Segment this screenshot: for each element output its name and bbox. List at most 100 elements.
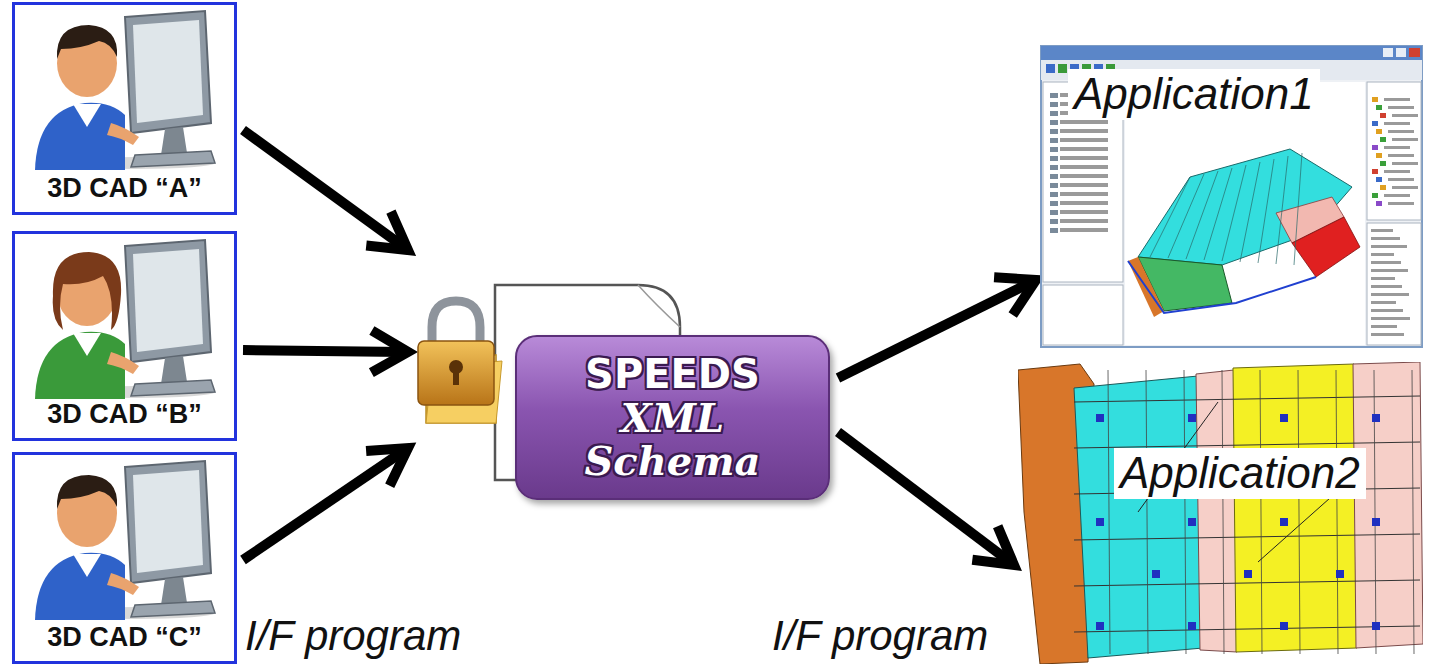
drawing-rect [1384,98,1410,101]
drawing-rect [1041,46,1422,60]
arrow-shaft [243,450,405,560]
drawing-line [1298,370,1300,654]
drawing-polygon [133,20,203,123]
drawing-path [638,285,680,327]
drawing-rect [1396,48,1406,57]
drawing-rect [1388,130,1414,133]
drawing-path [131,601,215,617]
drawing-line [1412,370,1414,654]
drawing-path [57,25,117,59]
drawing-rect [1188,518,1196,526]
arrow-head [972,526,1014,565]
application-screenshot [1018,362,1423,664]
drawing-rect [1376,177,1382,182]
drawing-rect [1125,82,1365,345]
drawing-rect [453,369,459,385]
drawing-rect [1050,201,1058,206]
drawing-rect [1371,301,1396,304]
application-window: Application1 [1040,45,1423,348]
drawing-rect [1280,414,1288,422]
schema-box: SPEEDSXML Schema [515,335,830,500]
drawing-rect [1371,309,1403,312]
drawing-rect [1050,165,1058,170]
cad-user-box: 3D CAD “C” [12,452,237,664]
drawing-rect [1060,129,1108,133]
drawing-rect [1050,147,1058,152]
drawing-path [73,104,101,127]
drawing-rect [1060,201,1108,205]
schema-subtitle: XML Schema [573,396,773,482]
user-icon [15,5,234,170]
arrow-head [366,212,408,250]
drawing-rect [1336,570,1344,578]
drawing-line [1294,153,1302,265]
drawing-rect [1371,333,1404,336]
drawing-path [131,380,215,396]
drawing-line [1184,370,1186,654]
drawing-rect [1388,106,1414,109]
drawing-rect [1392,186,1418,189]
drawing-rect [1392,162,1418,165]
drawing-rect [1050,102,1058,107]
drawing-polygon [1196,370,1237,652]
drawing-rect [1188,622,1196,630]
drawing-rect [1409,48,1420,57]
drawing-line [1276,156,1288,264]
schema-title: SPEEDS [585,353,760,396]
drawing-rect [1388,202,1414,205]
drawing-rect [1367,82,1421,220]
drawing-rect [1371,237,1400,240]
drawing-polygon [1074,376,1203,658]
drawing-rect [1050,228,1058,233]
drawing-rect [1372,97,1378,102]
drawing-line [1222,370,1224,654]
user-icon [15,234,234,399]
drawing-rect [1244,570,1252,578]
drawing-rect [1280,518,1288,526]
drawing-rect [1384,194,1410,197]
application-window: Application2 [1018,362,1423,664]
drawing-line [1186,171,1218,259]
drawing-path [107,352,139,374]
drawing-polygon [1233,364,1357,652]
drawing-path [35,332,125,399]
drawing-rect [1060,192,1108,196]
drawing-rect [1392,138,1418,141]
interface-label: I/F program [772,612,988,660]
arrow-head [371,331,408,373]
drawing-rect [1371,245,1407,248]
drawing-rect [1371,293,1409,296]
drawing-rect [1060,156,1108,160]
drawing-polygon [133,470,203,573]
drawing-line [1150,177,1190,257]
drawing-rect [1371,325,1397,328]
drawing-rect [1380,113,1386,118]
arrow-shaft [243,350,404,352]
drawing-path [107,123,139,145]
drawing-rect [1372,121,1378,126]
drawing-line [1108,370,1110,654]
flow-arrow [243,130,408,250]
drawing-rect [1050,210,1058,215]
drawing-line [1240,162,1260,262]
drawing-rect [1050,219,1058,224]
drawing-rect [1152,570,1160,578]
application-label: Application1 [1068,69,1320,120]
drawing-rect [1380,185,1386,190]
drawing-rect [1380,161,1386,166]
user-icon [15,455,234,620]
drawing-rect [1050,93,1058,98]
drawing-line [1146,370,1148,654]
drawing-rect [1050,174,1058,179]
flow-arrow [243,448,408,560]
drawing-rect [1371,253,1394,256]
arrow-shaft [243,130,405,248]
drawing-rect [1096,622,1104,630]
drawing-path [73,554,101,577]
arrow-shaft [838,432,1011,563]
drawing-rect [1388,178,1414,181]
drawing-polyline [1128,261,1316,313]
drawing-path [35,553,125,620]
drawing-rect [1050,111,1058,116]
arrow-head [366,448,408,486]
